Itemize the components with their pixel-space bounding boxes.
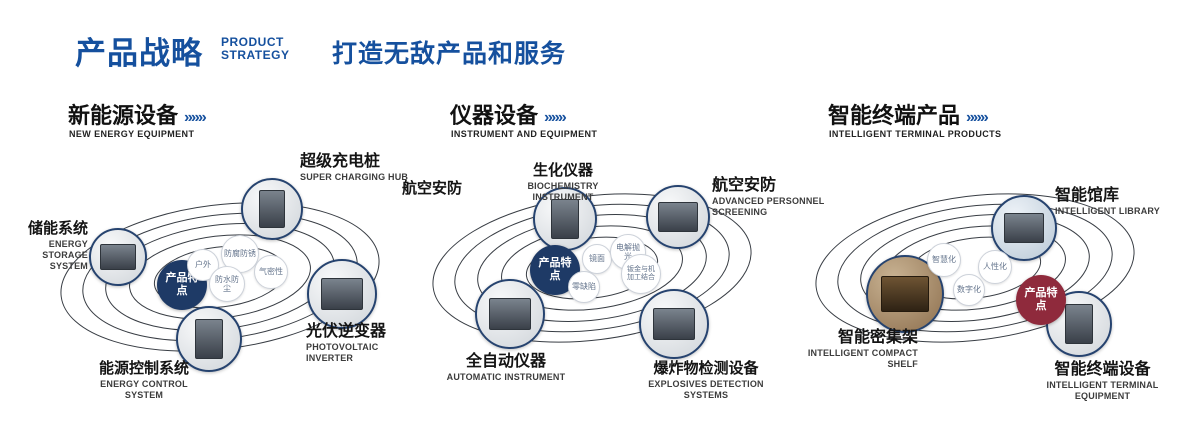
slogan: 打造无敌产品和服务 bbox=[332, 40, 567, 68]
node-personnel-screening-photo bbox=[646, 185, 710, 249]
feature-bubble: 气密性 bbox=[254, 255, 288, 289]
node-label-intelligent-library: 智能馆库 INTELLIGENT LIBRARY bbox=[1055, 186, 1170, 217]
chevrons-icon: »»» bbox=[966, 109, 989, 126]
node-label-terminal-equipment: 智能终端设备 INTELLIGENT TERMINAL EQUIPMENT bbox=[1030, 360, 1175, 402]
node-label-en: BIOCHEMISTRY INSTRUMENT bbox=[527, 181, 599, 202]
node-label-compact-shelf: 智能密集架 INTELLIGENT COMPACT SHELF bbox=[806, 328, 918, 370]
section-subtitle: NEW ENERGY EQUIPMENT bbox=[69, 129, 195, 139]
node-label-cn: 生化仪器 bbox=[532, 162, 593, 179]
node-label-cn: 光伏逆变器 bbox=[306, 323, 387, 340]
feature-badge: 产品特点 bbox=[1016, 275, 1066, 325]
node-label-cn: 超级充电桩 bbox=[300, 153, 381, 170]
screening-machine-icon bbox=[658, 202, 698, 232]
feature-bubble: 智慧化 bbox=[927, 243, 961, 277]
compact-shelf-icon bbox=[881, 275, 929, 313]
section-header-intelligent-terminals: 智能终端产品 »»» bbox=[828, 98, 989, 130]
node-label-en: ENERGY CONTROL SYSTEM bbox=[100, 379, 188, 400]
section-header-new-energy: 新能源设备 »»» bbox=[68, 98, 207, 130]
node-label-personnel-screening: 航空安防 ADVANCED PERSONNEL SCREENING bbox=[712, 176, 837, 218]
node-explosives-detection-photo bbox=[639, 289, 709, 359]
section-title: 新能源设备 bbox=[68, 103, 179, 128]
page-title-english-line2: STRATEGY bbox=[221, 48, 290, 63]
node-label-en: INTELLIGENT LIBRARY bbox=[1055, 206, 1160, 217]
node-label-cn: 智能馆库 bbox=[1055, 187, 1120, 204]
node-label-cn: 爆炸物检测设备 bbox=[653, 360, 759, 377]
node-super-charging-hub-photo bbox=[241, 178, 303, 240]
feature-bubble: 人性化 bbox=[978, 250, 1012, 284]
page-title-english-line1: PRODUCT bbox=[221, 35, 284, 49]
node-label-en: ADVANCED PERSONNEL SCREENING bbox=[712, 196, 825, 217]
instrument-cabinet-icon bbox=[551, 199, 579, 239]
node-label-cn: 智能终端设备 bbox=[1054, 361, 1151, 378]
node-intelligent-library-photo bbox=[991, 195, 1057, 261]
node-label-cn: 航空安防 bbox=[402, 180, 463, 197]
inverter-cabinet-icon bbox=[320, 277, 364, 311]
node-label-super-charging-hub: 超级充电桩 SUPER CHARGING HUB bbox=[300, 152, 415, 183]
label-aviation-security: 航空安防 bbox=[402, 180, 474, 198]
detection-system-icon bbox=[652, 307, 696, 341]
node-label-cn: 航空安防 bbox=[712, 177, 777, 194]
node-label-en: ENERGY STORAGE SYSTEM bbox=[42, 239, 88, 271]
terminal-kiosk-icon bbox=[1064, 303, 1094, 345]
feature-bubble: 数字化 bbox=[953, 274, 985, 306]
node-label-energy-storage: 储能系统 ENERGY STORAGE SYSTEM bbox=[2, 220, 88, 271]
automatic-instrument-icon bbox=[488, 297, 532, 331]
node-label-en: INTELLIGENT COMPACT SHELF bbox=[807, 348, 918, 369]
node-label-automatic-instrument: 全自动仪器 AUTOMATIC INSTRUMENT bbox=[446, 352, 566, 383]
charging-pile-icon bbox=[258, 190, 286, 228]
section-title: 智能终端产品 bbox=[828, 103, 961, 128]
node-label-cn: 储能系统 bbox=[27, 220, 88, 237]
node-label-en: INTELLIGENT TERMINAL EQUIPMENT bbox=[1046, 380, 1159, 401]
page-title-english: PRODUCT STRATEGY bbox=[221, 35, 290, 63]
node-label-energy-control: 能源控制系统 ENERGY CONTROL SYSTEM bbox=[84, 360, 204, 401]
feature-bubble: 钣金与机加工结合 bbox=[621, 254, 661, 294]
section-title: 仪器设备 bbox=[450, 103, 539, 128]
node-label-en: PHOTOVOLTAIC INVERTER bbox=[306, 342, 379, 363]
node-energy-storage-photo bbox=[89, 228, 147, 286]
energy-storage-equipment-icon bbox=[100, 243, 136, 271]
node-energy-control-photo bbox=[176, 306, 242, 372]
feature-bubble: 零缺陷 bbox=[568, 271, 600, 303]
node-automatic-instrument-photo bbox=[475, 279, 545, 349]
node-label-en: EXPLOSIVES DETECTION SYSTEMS bbox=[648, 379, 764, 400]
node-label-biochemistry: 生化仪器 BIOCHEMISTRY INSTRUMENT bbox=[508, 162, 618, 203]
section-subtitle: INSTRUMENT AND EQUIPMENT bbox=[451, 129, 598, 139]
page-title: 产品战略 bbox=[75, 36, 203, 71]
chevrons-icon: »»» bbox=[544, 109, 567, 126]
node-label-explosives-detection: 爆炸物检测设备 EXPLOSIVES DETECTION SYSTEMS bbox=[636, 360, 776, 401]
node-pv-inverter-photo bbox=[307, 259, 377, 329]
node-label-cn: 智能密集架 bbox=[837, 329, 918, 346]
feature-bubble: 镜面 bbox=[582, 244, 612, 274]
library-shelves-icon bbox=[1003, 212, 1045, 244]
node-label-cn: 能源控制系统 bbox=[98, 360, 189, 377]
control-cabinet-icon bbox=[194, 318, 224, 360]
node-label-cn: 全自动仪器 bbox=[465, 353, 546, 370]
section-header-instruments: 仪器设备 »»» bbox=[450, 98, 567, 130]
node-label-en: SUPER CHARGING HUB bbox=[300, 172, 409, 183]
chevrons-icon: »»» bbox=[184, 109, 207, 126]
feature-bubble: 防水防尘 bbox=[209, 266, 245, 302]
node-label-en: AUTOMATIC INSTRUMENT bbox=[446, 372, 566, 383]
node-label-pv-inverter: 光伏逆变器 PHOTOVOLTAIC INVERTER bbox=[306, 322, 426, 364]
section-subtitle: INTELLIGENT TERMINAL PRODUCTS bbox=[829, 129, 1002, 139]
